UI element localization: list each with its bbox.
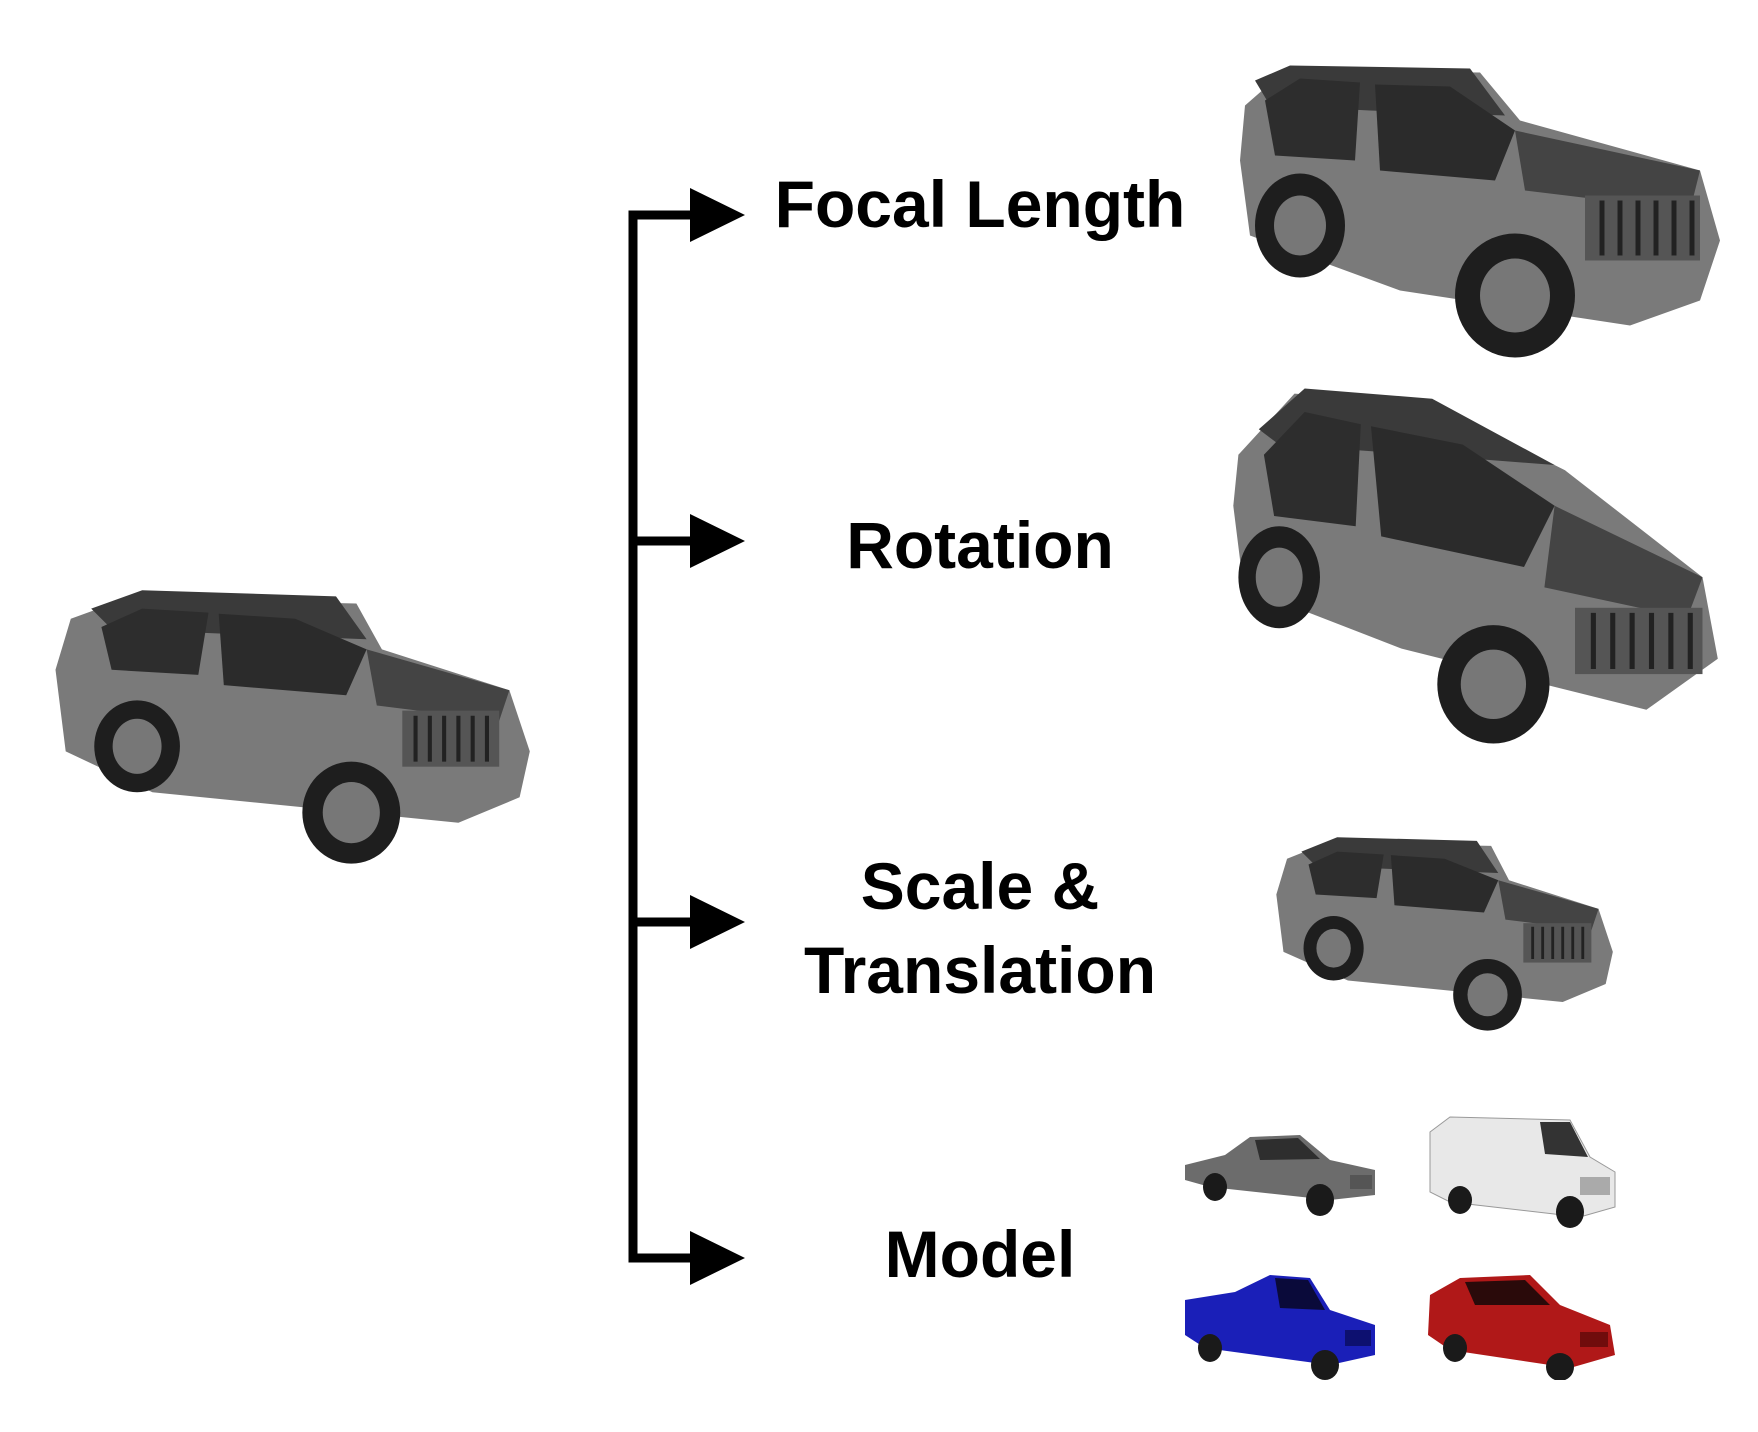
focal-length-label: Focal Length	[774, 167, 1186, 241]
arrowhead-scale	[690, 895, 745, 949]
arrowhead-focal	[690, 188, 745, 242]
scale-translation-suv-image	[1276, 837, 1613, 1031]
arrowhead-model	[690, 1231, 745, 1285]
model-label: Model	[884, 1217, 1076, 1291]
source-suv-image	[55, 590, 530, 864]
rotation-label: Rotation	[846, 508, 1114, 582]
delivery-van-image: ​	[1429, 1116, 1616, 1228]
scale-translation-label: Scale & Translation	[750, 844, 1210, 1012]
arrowhead-rotation	[690, 514, 745, 568]
rotation-suv-image	[1233, 388, 1718, 744]
translation-label-line: Translation	[803, 933, 1157, 1007]
red-suv-image	[1428, 1275, 1615, 1380]
classic-coupe-image	[1185, 1135, 1375, 1216]
blue-pickup-image	[1185, 1275, 1375, 1380]
scale-label-line: Scale &	[860, 849, 1100, 923]
focal-length-suv-image	[1240, 65, 1720, 358]
